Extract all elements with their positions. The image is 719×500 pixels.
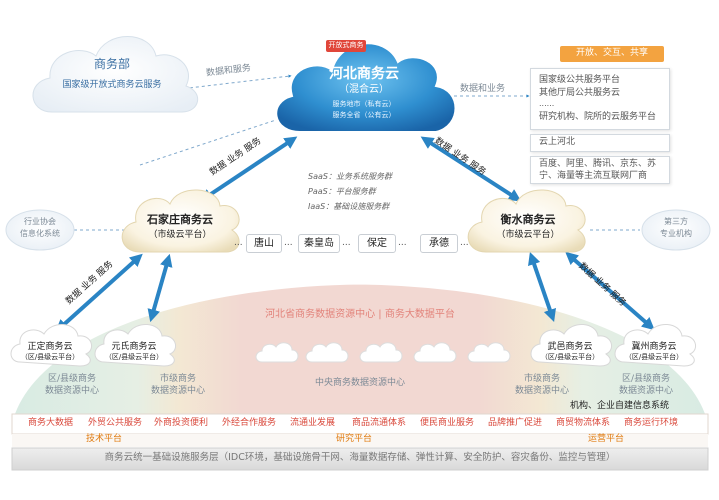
dome-right-inner-2: 数据资源中心 xyxy=(514,386,570,396)
paas-label: PaaS：平台服务群 xyxy=(308,187,376,196)
dots-4: ... xyxy=(398,238,407,248)
dome-small-clouds xyxy=(255,342,511,363)
county-zhengding-subtitle: （区/县级云平台） xyxy=(20,353,80,361)
right-panel-header: 开放、交互、共享 xyxy=(575,48,649,58)
service-6: 便民商业服务 xyxy=(420,418,475,428)
county-jizhou-subtitle: （区/县级云平台） xyxy=(624,353,684,361)
top-cloud-subtitle: （混合云） xyxy=(339,84,389,95)
right-city-subtitle: （市级云平台） xyxy=(496,230,560,240)
service-9: 商务运行环境 xyxy=(624,418,679,428)
right-city-title: 衡水商务云 xyxy=(500,213,556,226)
dome-center-title: 河北省商务数据资源中心 | 商务大数据平台 xyxy=(265,309,455,320)
label-data-and-business: 数据和业务 xyxy=(460,84,506,94)
service-1: 外贸公共服务 xyxy=(88,418,143,428)
ministry-cloud-shape xyxy=(32,36,198,113)
platform-ops: 运营平台 xyxy=(587,434,625,444)
city-chip-chengde: 承德 xyxy=(420,234,458,253)
platform-research: 研究平台 xyxy=(335,434,373,444)
service-2: 外商投资便利 xyxy=(154,418,209,428)
platform-row-bg xyxy=(12,434,708,447)
right-side-bubble-shape xyxy=(641,209,711,251)
dome-center-label: 中央商务数据资源中心 xyxy=(314,378,406,388)
right-panel-header-bg xyxy=(560,46,664,62)
ministry-subtitle: 国家级开放式商务云服务 xyxy=(62,80,162,90)
dome-right-inner-1: 市级商务 xyxy=(523,374,561,384)
right-panel-box1: 国家级公共服务平台 其他厅局公共服务云 ...... 研究机构、院所的云服务平台 xyxy=(530,68,670,130)
saas-label: SaaS：业务系统服务群 xyxy=(308,172,392,181)
city-chip-tangshan: 唐山 xyxy=(246,234,282,253)
right-panel-box3: 百度、阿里、腾讯、京东、苏 宁、海量等主流互联网厂商 xyxy=(530,156,670,184)
dome-enterprise-label: 机构、企业自建信息系统 xyxy=(570,401,670,411)
dots-3: ... xyxy=(342,238,351,248)
top-cloud-title: 河北商务云 xyxy=(329,66,399,82)
left-bubble-line2: 信息化系统 xyxy=(20,229,60,238)
left-city-title: 石家庄商务云 xyxy=(147,213,213,226)
left-city-subtitle: （市级云平台） xyxy=(148,230,212,240)
county-wuyi-title: 武邑商务云 xyxy=(547,342,593,352)
county-zhengding-title: 正定商务云 xyxy=(27,342,73,352)
dome-right-outer-2: 数据资源中心 xyxy=(618,386,674,396)
top-cloud-badge: 开放式商务 xyxy=(328,41,364,49)
top-cloud-badge-bg xyxy=(326,40,366,52)
left-bubble-line1: 行业协会 xyxy=(24,217,56,226)
right-bubble-line2: 专业机构 xyxy=(660,229,692,238)
dome-left-inner-1: 市级商务 xyxy=(159,374,197,384)
right-city-cloud-shape xyxy=(467,189,586,253)
dots-2: ... xyxy=(284,238,293,248)
left-city-cloud-shape xyxy=(121,189,240,253)
top-cloud-line1: 服务地市（私有云） xyxy=(332,100,396,108)
dome-left-outer-1: 区/县级商务 xyxy=(47,374,97,384)
service-4: 流通业发展 xyxy=(290,418,336,428)
city-chip-baoding: 保定 xyxy=(358,234,396,253)
right-bubble-line1: 第三方 xyxy=(664,217,688,226)
thick-arrows xyxy=(55,136,655,333)
platform-tech: 技术平台 xyxy=(85,434,123,444)
service-0: 商务大数据 xyxy=(28,418,74,428)
county-cloud-shapes xyxy=(10,324,697,367)
dots-1: ... xyxy=(234,238,243,248)
left-side-bubble-shape xyxy=(5,209,75,251)
county-jizhou-title: 冀州商务云 xyxy=(631,342,677,352)
base-layer-bg xyxy=(11,447,709,471)
top-cloud-line2: 服务全省（公有云） xyxy=(332,111,396,119)
county-yuanshi-title: 元氏商务云 xyxy=(111,342,157,352)
dome-left-inner-2: 数据资源中心 xyxy=(150,386,206,396)
dome-right-outer-1: 区/县级商务 xyxy=(621,374,671,384)
base-layer-label: 商务云统一基础设施服务层（IDC环境，基础设施骨干网、海量数据存储、弹性计算、安… xyxy=(104,452,616,463)
dome-left-outer-2: 数据资源中心 xyxy=(44,386,100,396)
dots-5: ... xyxy=(460,238,469,248)
service-8: 商贸物流体系 xyxy=(556,418,611,428)
county-yuanshi-subtitle: （区/县级云平台） xyxy=(104,353,164,361)
service-5: 商品流通体系 xyxy=(352,418,407,428)
city-chip-qinhuangdao: 秦皇岛 xyxy=(298,234,340,253)
service-7: 品牌推广促进 xyxy=(488,418,543,428)
service-3: 外经合作服务 xyxy=(222,418,277,428)
ministry-title: 商务部 xyxy=(93,57,131,71)
county-wuyi-subtitle: （区/县级云平台） xyxy=(540,353,600,361)
right-panel-box2: 云上河北 xyxy=(530,134,670,152)
iaas-label: IaaS：基础设施服务群 xyxy=(308,202,390,211)
